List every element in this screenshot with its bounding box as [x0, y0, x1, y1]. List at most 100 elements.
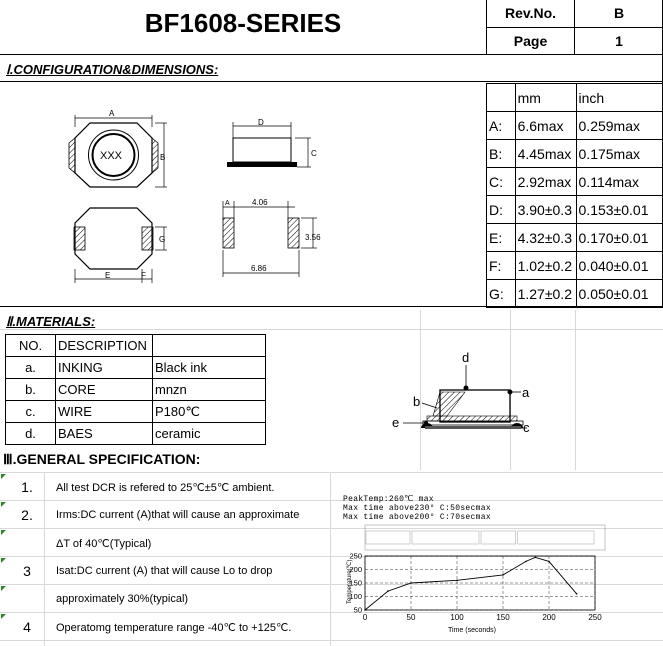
reflow-profile-chart: Temperature(℃) Time (seconds) 5010015020… — [347, 524, 606, 634]
dim-label-c: C — [311, 149, 317, 158]
chart-point — [548, 560, 550, 563]
dim-label-e: E — [105, 271, 110, 280]
dim-label-d: D — [258, 118, 264, 127]
spec-text: approximately 30%(typical) — [56, 593, 189, 605]
chart-point — [502, 574, 504, 576]
table-cell: CORE — [55, 378, 153, 401]
grid-line — [44, 472, 45, 646]
table-header-cell: mm — [514, 83, 577, 112]
grid-line — [0, 640, 663, 641]
dim-label-b: B — [160, 153, 165, 162]
table-row: D: 3.90±0.3 0.153±0.01 — [486, 195, 663, 224]
table-cell: b. — [5, 378, 56, 401]
spec-number: 4 — [23, 619, 31, 635]
table-cell: B: — [486, 139, 516, 168]
chart-zone-box — [411, 530, 480, 545]
cell-marker — [1, 530, 6, 535]
table-cell: 2.92max — [514, 167, 577, 196]
dim-406: 4.06 — [252, 198, 268, 207]
table-cell: ceramic — [152, 422, 266, 445]
table-cell: E: — [486, 223, 516, 252]
chart-x-tick-label: 200 — [542, 613, 556, 622]
chart-zone-box — [480, 530, 516, 545]
table-cell: 0.040±0.01 — [575, 251, 663, 280]
grid-line — [420, 310, 421, 470]
table-cell: Black ink — [152, 356, 266, 379]
chart-point — [575, 593, 578, 595]
page-value: 1 — [615, 33, 623, 49]
table-header-cell — [152, 334, 266, 357]
table-cell: 0.050±0.01 — [575, 279, 663, 308]
chart-y-tick-label: 200 — [349, 565, 362, 574]
reflow-note-200: Max time above200° C:70secmax — [343, 513, 491, 522]
chart-y-axis-label: Temperature(℃) — [347, 560, 353, 604]
spec-text: All test DCR is refered to 25℃±5℃ ambien… — [56, 482, 275, 494]
table-row: c. WIRE P180℃ — [5, 400, 266, 423]
table-row: F: 1.02±0.2 0.040±0.01 — [486, 251, 663, 280]
section-materials-title: Ⅱ.MATERIALS: — [6, 314, 96, 329]
table-cell: 0.153±0.01 — [575, 195, 663, 224]
cell-marker — [1, 586, 6, 591]
chart-series — [364, 556, 578, 611]
table-cell: C: — [486, 167, 516, 196]
reflow-peak-note: PeakTemp:260℃ max — [343, 495, 434, 504]
page-label: Page — [513, 33, 548, 49]
table-row: d. BAES ceramic — [5, 422, 266, 445]
table-cell: 0.259max — [575, 111, 663, 140]
grid-line — [0, 612, 663, 613]
table-header-cell: DESCRIPTION — [55, 334, 153, 357]
chart-point — [456, 579, 458, 582]
chart-y-tick-label: 100 — [349, 592, 362, 601]
table-cell: WIRE — [55, 400, 153, 423]
chart-point — [387, 590, 389, 592]
diagram-label-c: c — [523, 420, 530, 435]
grid-line — [575, 310, 576, 470]
header-bottom-border — [0, 54, 663, 55]
table-cell: d. — [5, 422, 56, 445]
diagram-label-d: d — [462, 350, 469, 365]
chart-x-tick-label: 100 — [450, 613, 464, 622]
diagram-label-b: b — [413, 394, 420, 409]
table-row: B: 4.45max 0.175max — [486, 139, 663, 168]
dim-356: 3.56 — [305, 233, 321, 242]
grid-line — [0, 528, 663, 529]
marking-text: XXX — [100, 150, 123, 162]
dim-label-a-footprint: A — [225, 200, 230, 207]
chart-series-line — [364, 556, 577, 611]
chart-point — [364, 609, 366, 611]
section-spec-title: Ⅲ.GENERAL SPECIFICATION: — [3, 451, 201, 467]
chart-y-tick-label: 250 — [349, 552, 362, 561]
chart-y-tick-label: 150 — [349, 579, 362, 588]
table-header-cell: NO. — [5, 334, 56, 357]
table-cell: A: — [486, 111, 516, 140]
reflow-note-230: Max time above230° C:50secmax — [343, 504, 491, 513]
section-divider — [0, 306, 663, 307]
chart-x-tick-label: 150 — [496, 613, 510, 622]
table-row: C: 2.92max 0.114max — [486, 167, 663, 196]
chart-point — [525, 560, 527, 563]
table-cell: c. — [5, 400, 56, 423]
table-cell: 1.02±0.2 — [514, 251, 577, 280]
footprint-view: A 4.06 3.56 6.86 — [222, 198, 321, 277]
chart-point — [410, 582, 412, 584]
cell-marker — [1, 502, 6, 507]
table-cell: a. — [5, 356, 56, 379]
grid-line — [330, 472, 331, 646]
chart-zone-box — [517, 530, 595, 545]
table-header-cell: inch — [575, 83, 663, 112]
table-cell: 6.6max — [514, 111, 577, 140]
chart-x-tick-label: 250 — [588, 613, 602, 622]
spec-text: Irms:DC current (A)that will cause an ap… — [56, 509, 300, 521]
spec-text: Isat:DC current (A) that will cause Lo t… — [56, 565, 273, 577]
table-cell: G: — [486, 279, 516, 308]
grid-line — [0, 500, 663, 501]
section-config-title: Ⅰ.CONFIGURATION&DIMENSIONS: — [6, 62, 219, 77]
grid-line — [0, 584, 663, 585]
side-view: D C — [227, 118, 317, 168]
table-cell: F: — [486, 251, 516, 280]
chart-zone-boxes — [365, 530, 595, 545]
diagram-label-e: e — [392, 415, 399, 430]
table-cell: 4.32±0.3 — [514, 223, 577, 252]
table-row: mm inch — [486, 83, 663, 112]
dim-label-a: A — [109, 109, 115, 118]
